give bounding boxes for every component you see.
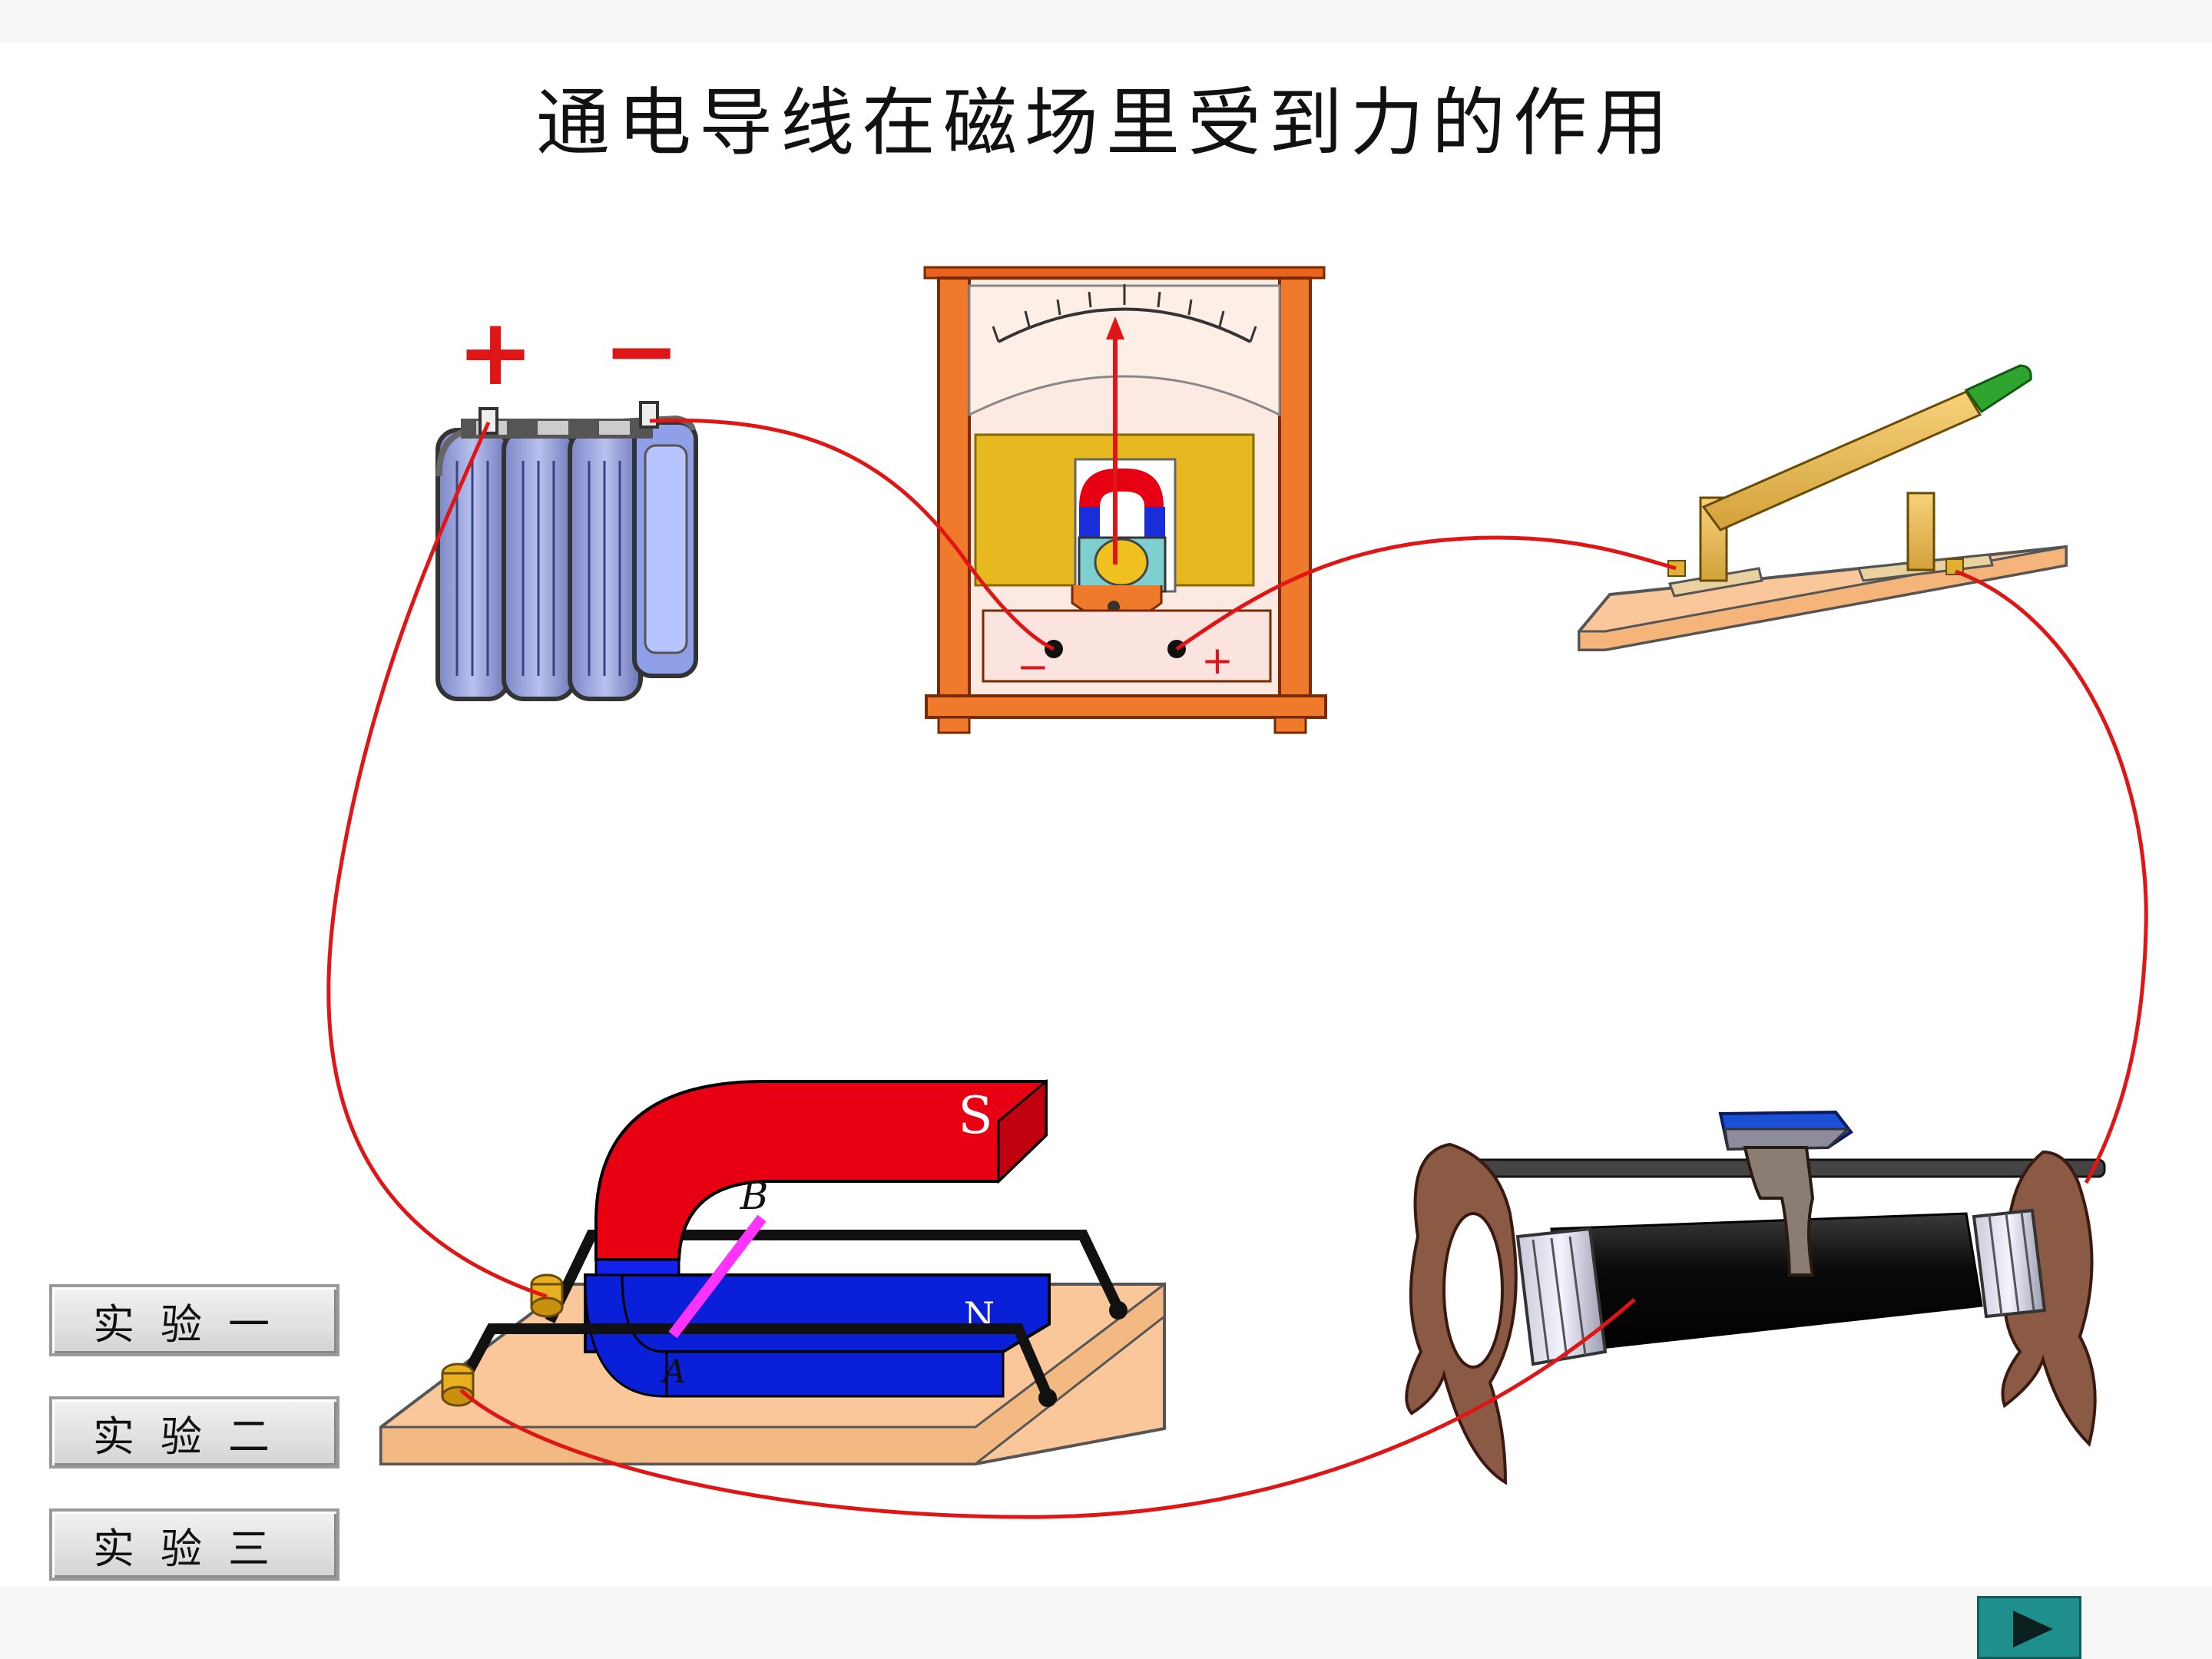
experiment-one-button[interactable]: 实验一 (49, 1284, 339, 1356)
battery-plus-sign: + (457, 300, 535, 406)
battery: + − (435, 298, 698, 701)
page-title: 通电导线在磁场里受到力的作用 (536, 80, 1676, 166)
meter-minus-sign: − (1017, 644, 1049, 689)
knife-switch (1578, 364, 2068, 651)
meter-plus-sign: + (1201, 638, 1233, 683)
galvanometer: − + (923, 266, 1327, 734)
pole-label-s: S (958, 1086, 992, 1145)
play-triangle-icon (2013, 1611, 2053, 1647)
battery-minus-sign: − (603, 298, 680, 405)
point-label-a: A (660, 1353, 686, 1390)
circuit-wires (326, 418, 2148, 1519)
point-label-b: B (740, 1174, 769, 1218)
magnet-apparatus: S N B A (379, 1078, 1166, 1465)
experiment-three-button[interactable]: 实验三 (49, 1508, 339, 1581)
rheostat (1405, 1110, 2106, 1485)
experiment-two-button[interactable]: 实验二 (49, 1396, 339, 1469)
next-button[interactable] (1977, 1596, 2081, 1659)
